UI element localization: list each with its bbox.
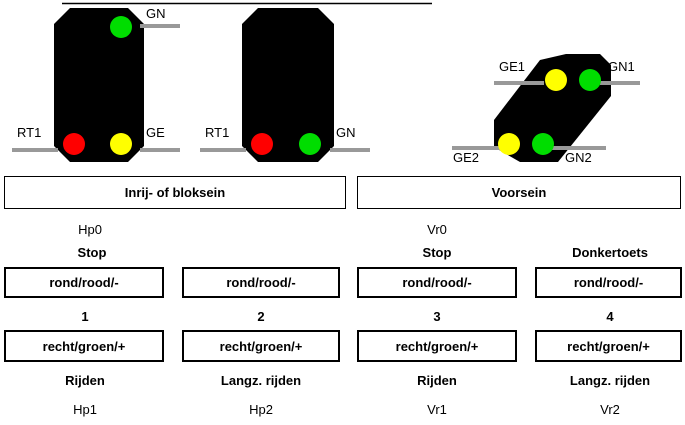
header-home-signal: Inrij- of bloksein: [4, 176, 346, 209]
aspect-1-setting-top: rond/rood/-: [4, 267, 164, 298]
bar-gn-2: [330, 148, 370, 152]
home-signal-1-body: [54, 8, 144, 162]
lamp-gn-2: [299, 133, 321, 155]
aspect-2-code-bottom: Hp2: [249, 402, 273, 417]
home-signal-2-body: [242, 8, 334, 162]
lamp-ge-1: [110, 133, 132, 155]
aspect-1-code-top: Hp0: [78, 222, 102, 237]
aspect-1-number: 1: [81, 309, 89, 324]
aspect-1-code-bottom: Hp1: [73, 402, 97, 417]
bar-ge1: [494, 81, 544, 85]
aspect-1-label-top: Stop: [77, 245, 107, 260]
aspect-3-number: 3: [433, 309, 441, 324]
aspect-2-setting-bottom: recht/groen/+: [182, 330, 340, 362]
lamp-rt1-2: [251, 133, 273, 155]
label-gn2: GN2: [565, 150, 592, 165]
bar-gn1: [600, 81, 640, 85]
label-rt1-2: RT1: [205, 125, 230, 140]
lamp-ge2: [498, 133, 520, 155]
label-ge2: GE2: [453, 150, 480, 165]
aspect-4-label-bottom: Langz. rijden: [569, 373, 651, 388]
label-gn-1: GN: [146, 6, 166, 21]
aspect-3-setting-bottom: recht/groen/+: [357, 330, 517, 362]
aspect-4-setting-top: rond/rood/-: [535, 267, 682, 298]
aspect-2-label-bottom: Langz. rijden: [220, 373, 302, 388]
aspect-3-label-top: Stop: [422, 245, 452, 260]
lamp-ge1: [545, 69, 567, 91]
aspect-2-setting-top: rond/rood/-: [182, 267, 340, 298]
label-ge-1: GE: [146, 125, 165, 140]
aspect-2-number: 2: [257, 309, 265, 324]
aspect-4-code-bottom: Vr2: [600, 402, 620, 417]
label-rt1-1: RT1: [17, 125, 42, 140]
lamp-gn2: [532, 133, 554, 155]
aspect-3-setting-top: rond/rood/-: [357, 267, 517, 298]
bar-gn-1: [140, 24, 180, 28]
lamp-rt1-1: [63, 133, 85, 155]
bar-gn2: [546, 146, 606, 150]
header-distant-signal: Voorsein: [357, 176, 681, 209]
lamp-gn-1: [110, 16, 132, 38]
lamp-gn1: [579, 69, 601, 91]
aspect-3-code-top: Vr0: [427, 222, 447, 237]
aspect-3-code-bottom: Vr1: [427, 402, 447, 417]
bar-ge-1: [140, 148, 180, 152]
label-gn1: GN1: [608, 59, 635, 74]
aspect-4-setting-bottom: recht/groen/+: [535, 330, 682, 362]
aspect-1-label-bottom: Rijden: [65, 373, 105, 388]
label-ge1: GE1: [499, 59, 526, 74]
aspect-1-setting-bottom: recht/groen/+: [4, 330, 164, 362]
bar-rt1-1: [12, 148, 58, 152]
label-gn-2: GN: [336, 125, 356, 140]
aspect-3-label-bottom: Rijden: [417, 373, 457, 388]
aspect-4-number: 4: [606, 309, 614, 324]
aspect-4-label-top: Donkertoets: [572, 245, 648, 260]
bar-rt1-2: [200, 148, 246, 152]
bar-ge2: [452, 146, 502, 150]
